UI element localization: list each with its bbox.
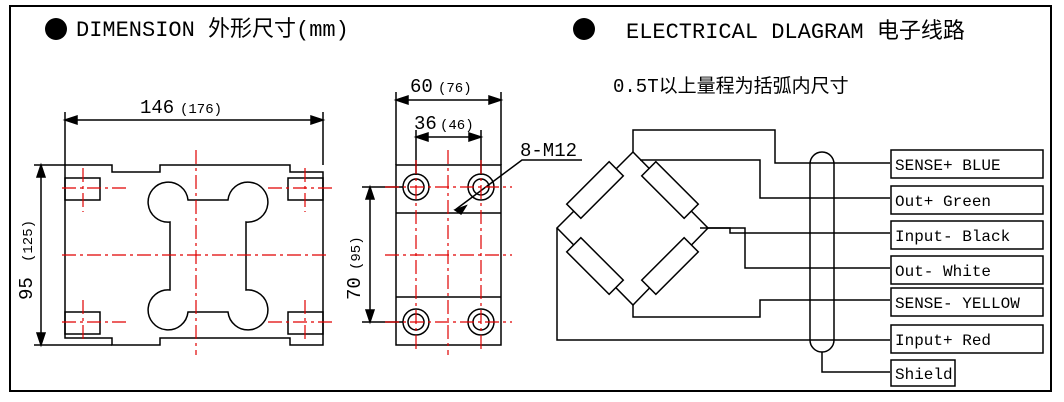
wire-labels: SENSE+ BLUE Out+ Green Input- Black Out-… [890,149,1044,387]
outer-width-dimension-alt: (76) [438,81,472,97]
range-note: 0.5T以上量程为括弧内尺寸 [613,75,849,98]
side-view-centerlines [385,150,512,355]
top-view-centerlines [62,150,332,355]
bridge-circuit [555,129,890,373]
inner-width-dimension: 36 [414,113,437,135]
wire-label-input-plus: Input+ Red [895,332,991,350]
bullet-dimension [45,18,67,40]
top-view [34,112,326,348]
heading-dimension: DIMENSION 外形尺寸(mm) [76,17,349,43]
bullet-electrical [573,18,595,40]
inner-width-dimension-alt: (46) [440,118,474,134]
height-dimension: 95 [16,277,38,300]
width-dimension-alt: (176) [180,102,222,118]
wire-label-out-minus: Out- White [895,263,991,281]
heading-electrical: ELECTRICAL DLAGRAM 电子线路 [626,19,965,45]
wire-label-input-minus: Input- Black [895,228,1010,246]
wire-label-sense-plus: SENSE+ BLUE [895,157,1001,175]
outer-width-dimension: 60 [410,76,433,98]
hole-spacing-dimension: 70 [344,277,366,300]
width-dimension: 146 [140,97,174,119]
wire-label-sense-minus: SENSE- YELLOW [895,295,1020,313]
wire-label-shield: Shield [895,366,953,384]
hole-spacing-dimension-alt: (95) [349,236,365,270]
drawing-frame [9,5,1052,392]
wire-label-out-plus: Out+ Green [895,193,991,211]
height-dimension-alt: (125) [21,220,37,262]
hole-note: 8-M12 [520,140,577,162]
